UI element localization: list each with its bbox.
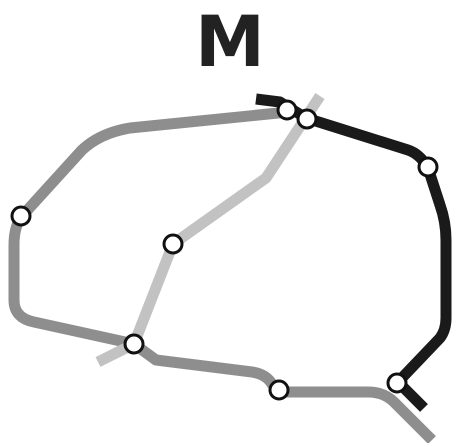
station-bottom-middle[interactable]	[268, 379, 290, 401]
station-lower-left-interchange[interactable]	[123, 333, 145, 355]
station-black-line-east-upper[interactable]	[417, 156, 439, 178]
light-gray-line	[95, 92, 325, 367]
station-light-gray-middle[interactable]	[162, 233, 184, 255]
station-mid-gray-west[interactable]	[10, 205, 32, 227]
black-line	[255, 93, 452, 412]
mid-gray-line	[8, 106, 436, 443]
station-top-right-interchange[interactable]	[296, 108, 318, 130]
station-top-left-interchange[interactable]	[276, 99, 298, 121]
station-bottom-right-interchange[interactable]	[386, 372, 408, 394]
metro-logo: M	[195, 1, 266, 83]
